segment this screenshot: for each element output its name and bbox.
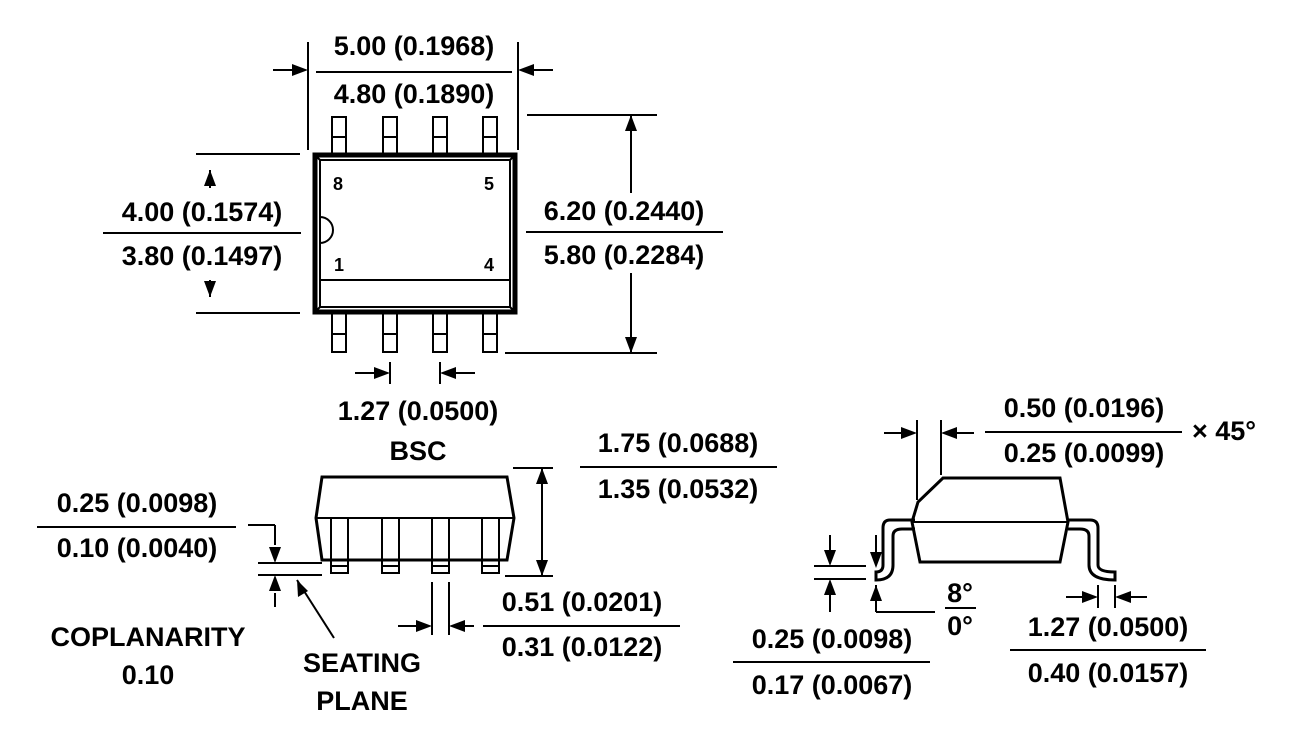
foot-angle-min: 0° [947,611,973,641]
standoff-max: 0.25 (0.0098) [57,488,218,518]
lead-span-dimension: 6.20 (0.2440) 5.80 (0.2284) [505,114,723,354]
right-gull-wing-lead [1068,518,1117,582]
left-gull-wing-lead [874,518,915,582]
chamfer-min: 0.25 (0.0099) [1004,438,1165,468]
foot-length-max: 1.27 (0.0500) [1028,612,1189,642]
end-body-outline [910,476,1070,564]
pin-8-label: 8 [333,174,343,194]
height-dimension: 1.75 (0.0688) 1.35 (0.0532) [505,428,777,577]
standoff-dimension: 0.25 (0.0098) 0.10 (0.0040) [37,488,322,607]
body-width-min: 3.80 (0.1497) [122,241,283,271]
end-view: 0.50 (0.0196) 0.25 (0.0099) × 45° 0.25 (… [733,393,1256,700]
length-dimension: 5.00 (0.1968) 4.80 (0.1890) [273,31,553,150]
pitch-value: 1.27 (0.0500) [338,396,499,426]
foot-angle-dimension: 8° 0° [870,535,976,641]
chamfer-dimension: 0.50 (0.0196) 0.25 (0.0099) × 45° [884,393,1256,500]
length-min: 4.80 (0.1890) [334,79,495,109]
lead-width-dimension: 0.51 (0.0201) 0.31 (0.0122) [398,582,680,662]
pin-5-label: 5 [484,174,494,194]
chamfer-max: 0.50 (0.0196) [1004,393,1165,423]
length-max: 5.00 (0.1968) [334,31,495,61]
coplanarity-label: COPLANARITY [51,622,246,652]
foot-length-dimension: 1.27 (0.0500) 0.40 (0.0157) [1010,585,1206,688]
lead-thickness-max: 0.25 (0.0098) [752,624,913,654]
standoff-min: 0.10 (0.0040) [57,533,218,563]
bottom-leads [331,311,498,353]
lead-span-min: 5.80 (0.2284) [544,240,705,270]
seating-plane-line2: PLANE [316,686,408,716]
side-view: 1.75 (0.0688) 1.35 (0.0532) 0.25 (0.0098… [37,428,777,716]
chamfer-angle: × 45° [1192,416,1256,446]
top-view: 8 5 1 4 5.00 (0.1968) 4.80 (0.1890) 4.00… [103,31,723,466]
lead-width-max: 0.51 (0.0201) [502,587,663,617]
package-body-outline [312,152,518,315]
foot-angle-max: 8° [947,578,973,608]
body-width-dimension: 4.00 (0.1574) 3.80 (0.1497) [103,153,301,314]
pitch-bsc-note: BSC [389,436,446,466]
lead-span-max: 6.20 (0.2440) [544,196,705,226]
side-leads [330,517,500,574]
seating-plane-arrow [296,579,335,639]
lead-thickness-min: 0.17 (0.0067) [752,670,913,700]
top-leads [331,116,498,158]
pin1-notch [319,216,334,244]
body-width-max: 4.00 (0.1574) [122,197,283,227]
pitch-dimension: 1.27 (0.0500) BSC [338,362,499,466]
coplanarity-value: 0.10 [122,660,175,690]
height-min: 1.35 (0.0532) [598,474,759,504]
lead-thickness-dimension: 0.25 (0.0098) 0.17 (0.0067) [733,535,930,700]
pin-1-label: 1 [334,255,344,275]
lead-width-min: 0.31 (0.0122) [502,632,663,662]
height-max: 1.75 (0.0688) [598,428,759,458]
seating-plane-line1: SEATING [303,648,421,678]
pin-4-label: 4 [484,255,494,275]
foot-length-min: 0.40 (0.0157) [1028,658,1189,688]
